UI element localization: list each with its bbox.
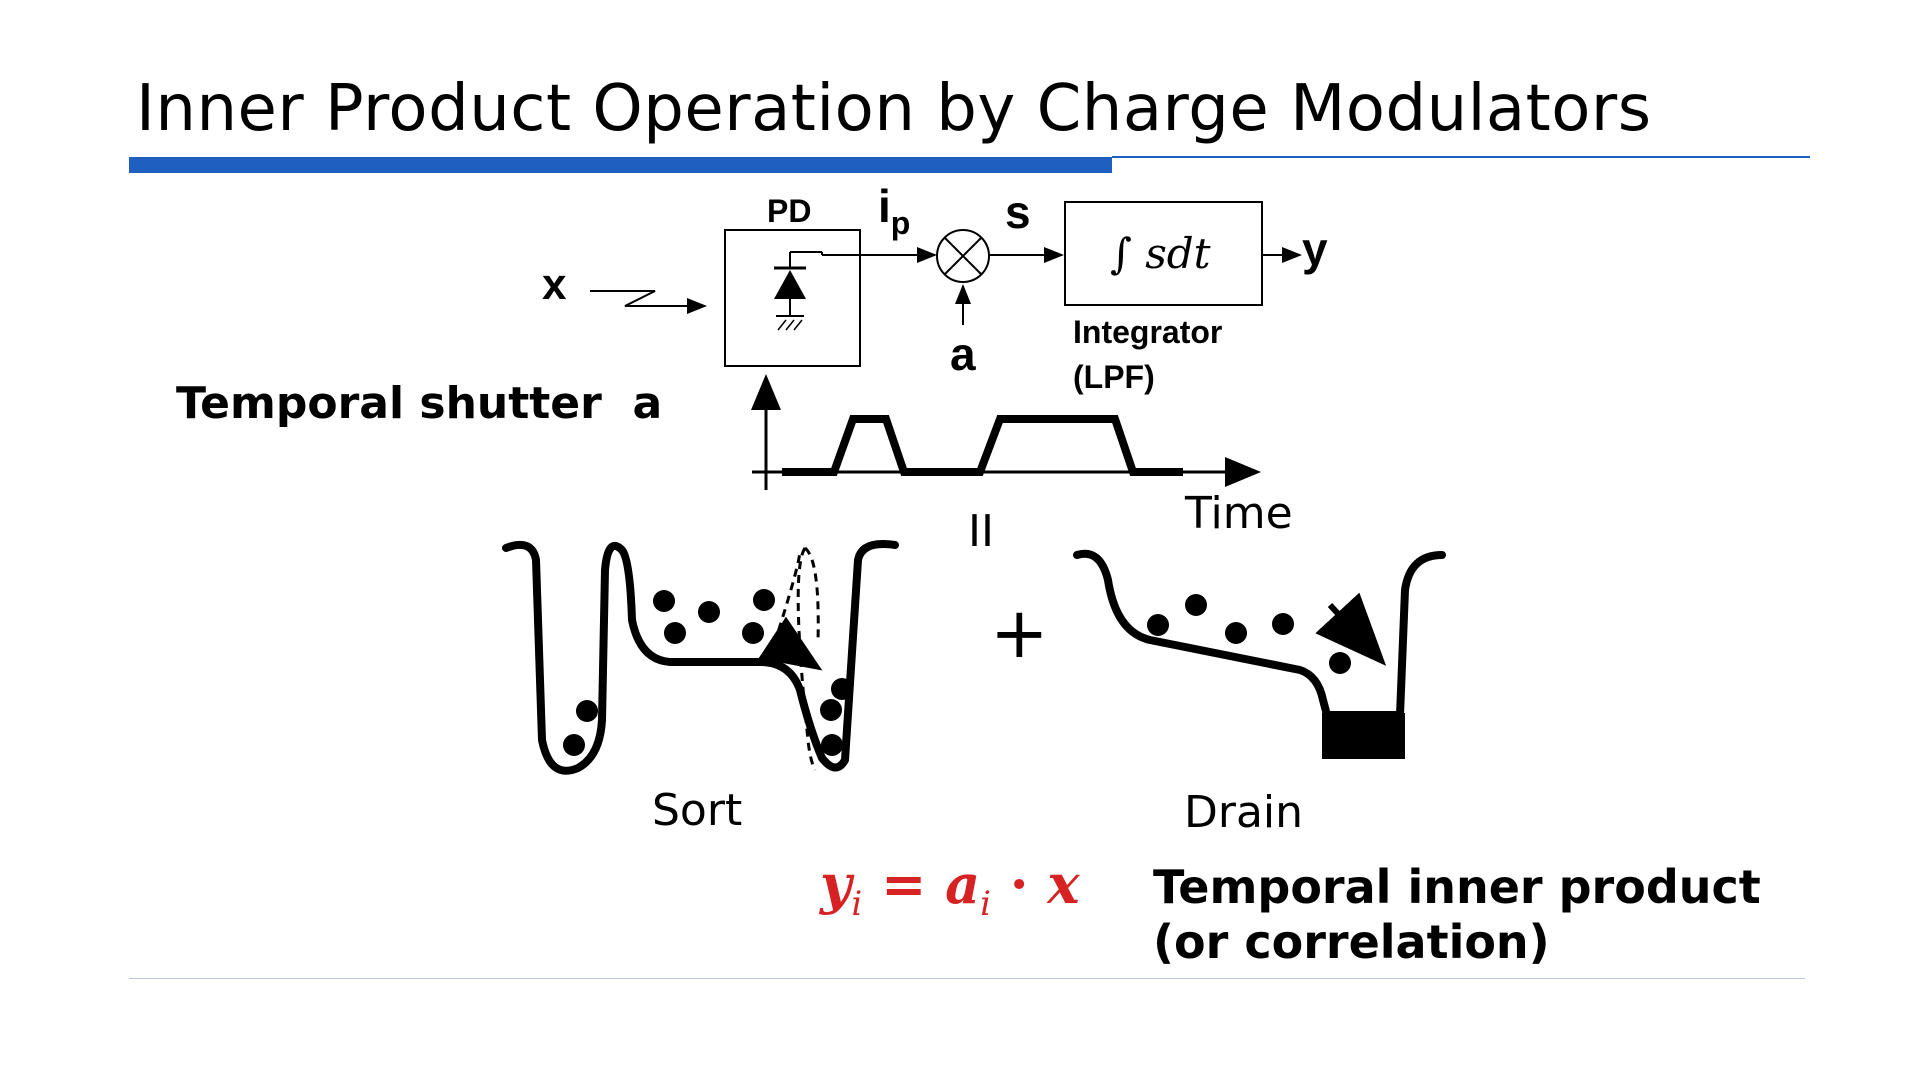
- formula-y-subscript: i: [851, 883, 863, 924]
- title-underline-thick: [129, 157, 1112, 173]
- formula-equals: =: [862, 852, 946, 916]
- integrator-box: [1064, 201, 1263, 306]
- drain-well: [1073, 549, 1446, 759]
- current-symbol: i: [878, 180, 891, 232]
- formula-x: x: [1047, 852, 1080, 916]
- multiplier-icon: [936, 229, 990, 283]
- sort-label: Sort: [652, 785, 743, 836]
- pd-label: PD: [767, 193, 811, 229]
- footer-divider: [129, 978, 1805, 979]
- signal-label: s: [1005, 186, 1031, 238]
- light-ray-arrow: [590, 290, 707, 314]
- formula-dot: ·: [991, 852, 1048, 916]
- output-label: y: [1302, 223, 1328, 275]
- input-label: x: [542, 260, 567, 309]
- sort-well: [502, 540, 899, 775]
- inner-product-formula: yi = ai · x: [820, 852, 1080, 924]
- integrator-label: Integrator: [1073, 314, 1222, 350]
- current-label: ip: [878, 180, 910, 241]
- plus-symbol: +: [990, 592, 1049, 674]
- pd-box: [724, 229, 861, 367]
- title-underline-thin: [1112, 156, 1810, 158]
- description-line2: (or correlation): [1153, 915, 1550, 969]
- modulation-label: a: [950, 328, 976, 380]
- formula-a-subscript: i: [980, 883, 991, 924]
- description-line1: Temporal inner product: [1153, 860, 1761, 914]
- shutter-label: Temporal shutter a: [176, 378, 663, 429]
- equals-symbol: II: [968, 506, 994, 557]
- drain-label: Drain: [1184, 787, 1304, 838]
- current-arrow: [821, 247, 937, 263]
- photodiode-icon: [774, 251, 822, 331]
- integrator-sublabel: (LPF): [1073, 359, 1155, 395]
- time-label: Time: [1184, 488, 1293, 539]
- slide-title: Inner Product Operation by Charge Modula…: [136, 72, 1652, 146]
- integrator-expression: ∫ sdt: [1110, 229, 1211, 278]
- formula-y: y: [820, 852, 852, 916]
- formula-a: a: [945, 852, 981, 916]
- current-subscript: p: [891, 205, 911, 241]
- shutter-waveform: [782, 415, 1183, 476]
